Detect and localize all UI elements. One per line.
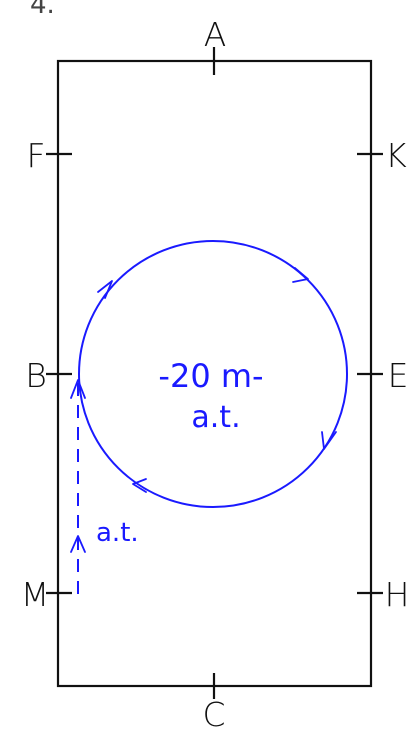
arrow-icon: [132, 478, 147, 493]
marker-f: F: [27, 136, 46, 175]
step-number: 4.: [30, 0, 55, 20]
circle-path: [78, 240, 348, 508]
marker-a: A: [204, 15, 227, 54]
circle-size-label: -20 m-: [158, 357, 263, 395]
approach-arrow-icon: [70, 379, 86, 399]
circle-direction-arrows: [97, 267, 337, 493]
arrow-icon: [321, 431, 337, 450]
marker-b: B: [25, 356, 47, 395]
marker-c: C: [202, 695, 225, 731]
approach-arrow-icon: [70, 535, 86, 553]
circle-gait-label: a.t.: [191, 400, 240, 435]
arrow-icon: [97, 280, 113, 299]
marker-e: E: [388, 356, 409, 395]
marker-k: K: [385, 136, 407, 175]
marker-h: H: [385, 575, 410, 614]
marker-m: M: [21, 575, 49, 614]
arrow-icon: [292, 267, 309, 283]
marker-ticks: [46, 47, 383, 699]
approach-gait-label: a.t.: [96, 518, 139, 548]
